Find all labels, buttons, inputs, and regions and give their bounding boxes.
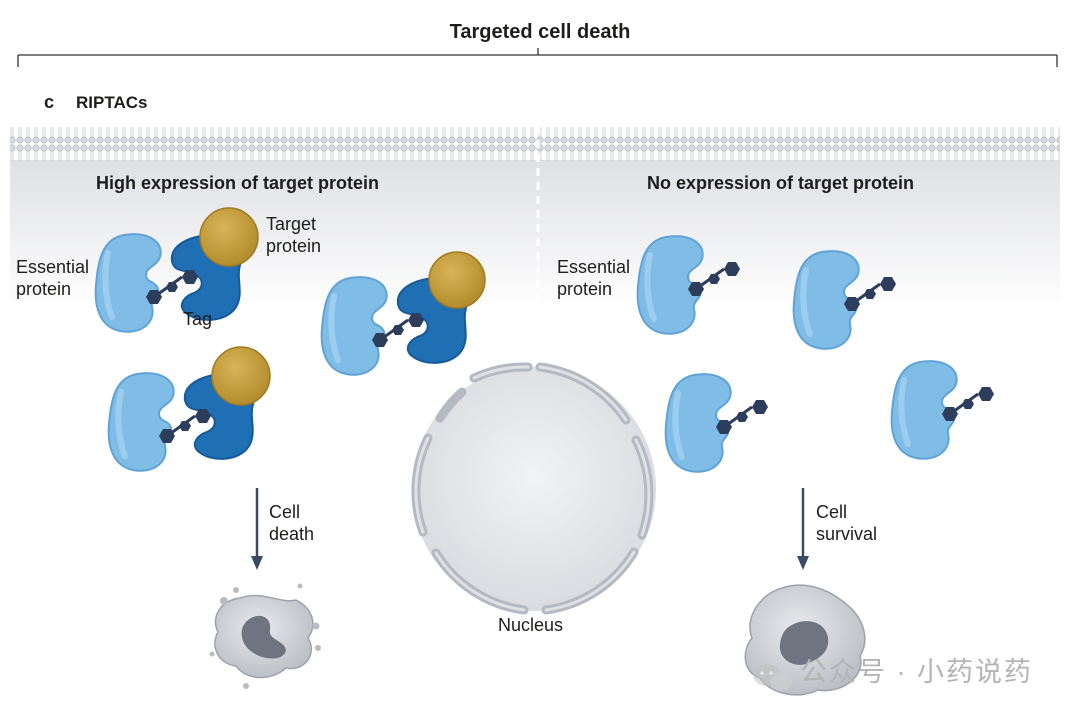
label-nucleus: Nucleus	[498, 615, 564, 635]
arrow-cell-survival	[797, 488, 809, 570]
title-bracket	[17, 48, 1058, 67]
label-cell-survival: Cell survival	[816, 502, 878, 544]
dying-cell	[209, 583, 321, 689]
riptac-complex	[96, 207, 259, 332]
figure-title: Targeted cell death	[449, 21, 631, 43]
riptac-complex	[109, 346, 271, 471]
cell-membrane	[10, 126, 1060, 163]
label-essential-protein-right: Essential protein	[557, 257, 631, 299]
arrow-cell-death	[251, 488, 263, 570]
essential-protein-unbound	[892, 361, 996, 459]
wechat-icon	[753, 664, 792, 691]
label-cell-death: Cell death	[269, 502, 315, 544]
label-target-protein: Target protein	[266, 214, 322, 256]
panel-title: RIPTACs	[76, 93, 148, 112]
left-heading: High expression of target protein	[96, 173, 380, 193]
riptac-complex	[322, 251, 486, 375]
label-essential-protein-left: Essential protein	[16, 257, 90, 299]
right-heading: No expression of target protein	[647, 173, 915, 193]
essential-protein-unbound	[666, 374, 770, 472]
panel-letter: c	[44, 92, 55, 112]
label-tag: Tag	[183, 309, 213, 329]
watermark-text: 公众号 · 小药说药	[800, 657, 1033, 687]
nucleus	[411, 362, 656, 615]
